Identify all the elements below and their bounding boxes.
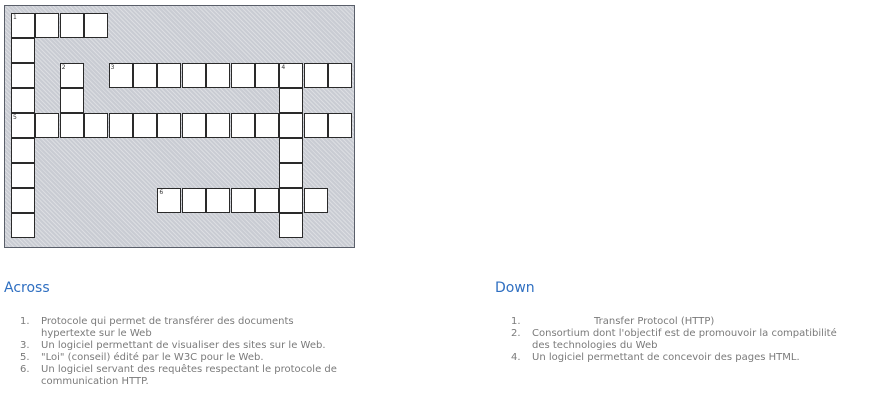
crossword-cell[interactable] (11, 88, 35, 113)
crossword-cell[interactable] (279, 88, 304, 113)
clue-text: Consortium dont l'objectif est de promou… (532, 328, 837, 339)
clue-item: 2. Consortium dont l'objectif est de prom… (511, 328, 894, 352)
crossword-cell[interactable] (157, 113, 182, 138)
clue-number: 1. (511, 316, 521, 327)
crossword-cell[interactable] (206, 188, 231, 213)
crossword-cell[interactable] (181, 63, 206, 88)
across-clue-list: 1. Protocole qui permet de transférer des… (20, 316, 440, 388)
clue-text: Un logiciel servant des requêtes respect… (41, 364, 337, 375)
crossword-cell[interactable] (84, 113, 109, 138)
crossword-cell[interactable] (133, 113, 157, 138)
crossword-cell[interactable] (279, 138, 304, 163)
crossword-cell[interactable] (84, 13, 109, 38)
crossword-cell[interactable] (230, 188, 255, 213)
clue-item: 1. Transfer Protocol (HTTP) (511, 316, 894, 328)
crossword-cell[interactable] (11, 63, 35, 88)
crossword-cell[interactable] (206, 113, 231, 138)
crossword-cell[interactable] (328, 113, 353, 138)
crossword-cell[interactable] (11, 138, 35, 163)
clue-item: 3. Un logiciel permettant de visualiser d… (20, 340, 440, 352)
crossword-cell[interactable] (108, 113, 133, 138)
crossword-cell[interactable] (279, 113, 304, 138)
crossword-cell[interactable] (255, 113, 279, 138)
clue-text: Un logiciel permettant de visualiser des… (41, 340, 326, 351)
crossword-cell[interactable]: 3 (108, 63, 133, 88)
crossword-cell[interactable]: 1 (11, 13, 35, 38)
crossword-cell[interactable] (11, 213, 35, 238)
crossword-cell[interactable] (59, 88, 84, 113)
down-title: Down (495, 280, 535, 296)
crossword-cell[interactable] (303, 188, 328, 213)
crossword-cell[interactable] (133, 63, 157, 88)
crossword-cell[interactable] (181, 188, 206, 213)
crossword-cell[interactable]: 2 (59, 63, 84, 88)
crossword-cell[interactable]: 6 (157, 188, 182, 213)
cell-number: 1 (13, 14, 17, 21)
across-title: Across (4, 280, 50, 296)
crossword-cell[interactable] (35, 13, 60, 38)
cell-number: 6 (159, 189, 164, 196)
crossword-cell[interactable] (181, 113, 206, 138)
crossword-cell[interactable] (59, 113, 84, 138)
clue-item: 5. "Loi" (conseil) édité par le W3C pour … (20, 352, 440, 364)
crossword-cell[interactable] (206, 63, 231, 88)
crossword-cell[interactable] (59, 13, 84, 38)
clue-item: 1. Protocole qui permet de transférer des… (20, 316, 440, 340)
clue-text: Protocole qui permet de transférer des d… (41, 316, 294, 327)
cell-number: 3 (110, 64, 115, 71)
crossword-cell[interactable]: 5 (11, 113, 35, 138)
crossword-cell[interactable] (303, 113, 328, 138)
clue-text: hypertexte sur le Web (41, 328, 152, 339)
crossword-cell[interactable] (11, 188, 35, 213)
crossword-cell[interactable] (279, 188, 304, 213)
down-clue-list: 1. Transfer Protocol (HTTP) 2. Consortium d… (511, 316, 894, 364)
clue-text: communication HTTP. (41, 376, 149, 387)
crossword-cell[interactable] (303, 63, 328, 88)
clue-number: 2. (511, 328, 521, 339)
clue-number: 1. (20, 316, 30, 327)
clue-number: 3. (20, 340, 30, 351)
clue-number: 4. (511, 352, 521, 363)
crossword-cell[interactable] (11, 38, 35, 63)
crossword-cell[interactable] (279, 163, 304, 188)
crossword-cell[interactable] (35, 113, 60, 138)
crossword-cell[interactable] (11, 163, 35, 188)
crossword-cell[interactable] (230, 63, 255, 88)
clue-number: 6. (20, 364, 30, 375)
clue-item: 6. Un logiciel servant des requêtes respe… (20, 364, 440, 388)
clue-text: Un logiciel permettant de concevoir des … (532, 352, 800, 363)
clue-number: 5. (20, 352, 30, 363)
cell-number: 2 (61, 64, 66, 71)
crossword-cell[interactable]: 4 (279, 63, 304, 88)
clue-item: 4. Un logiciel permettant de concevoir de… (511, 352, 894, 364)
crossword-cell[interactable] (255, 188, 279, 213)
crossword-cell[interactable] (328, 63, 353, 88)
clue-text: des technologies du Web (532, 340, 658, 351)
crossword-grid: 1 2 3 4 5 6 (4, 5, 355, 248)
cell-number: 4 (281, 64, 286, 71)
clue-text: Transfer Protocol (HTTP) (594, 316, 715, 327)
crossword-cell[interactable] (157, 63, 182, 88)
cell-number: 5 (13, 114, 17, 121)
clue-text: "Loi" (conseil) édité par le W3C pour le… (41, 352, 264, 363)
crossword-cell[interactable] (230, 113, 255, 138)
crossword-cell[interactable] (279, 213, 304, 238)
crossword-cell[interactable] (255, 63, 279, 88)
